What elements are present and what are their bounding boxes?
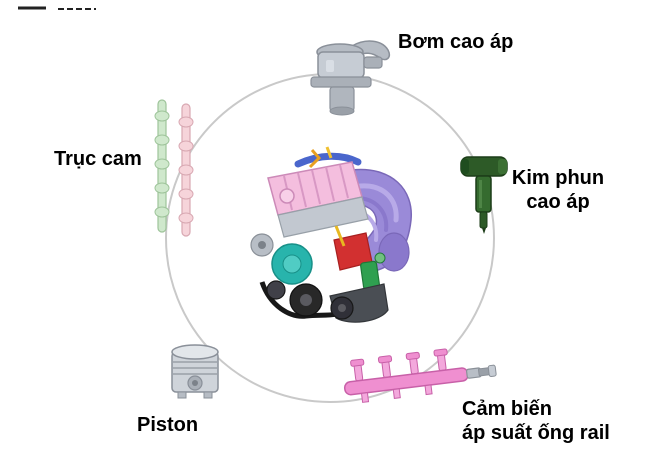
label-rail-line2: áp suất ống rail [462,422,610,444]
top-left-crop-artifact [18,6,96,10]
piston-illustration [171,344,219,399]
label-injector: Kim phun cao áp [506,166,610,214]
label-camshaft: Trục cam [54,148,142,170]
camshaft-illustration [154,99,194,237]
label-piston: Piston [137,414,199,436]
label-injector-line1: Kim phun [511,167,605,189]
fuel-rail-sensor-illustration [343,348,497,403]
high-pressure-pump-illustration [310,40,391,116]
high-pressure-injector-illustration [460,156,508,234]
label-injector-line2: cao áp [526,191,590,213]
engine-illustration [250,146,412,323]
label-rail-line1: Cảm biến [462,398,553,420]
label-rail-sensor: Cảm biến áp suất ống rail [462,397,610,445]
label-pump: Bơm cao áp [398,31,514,53]
